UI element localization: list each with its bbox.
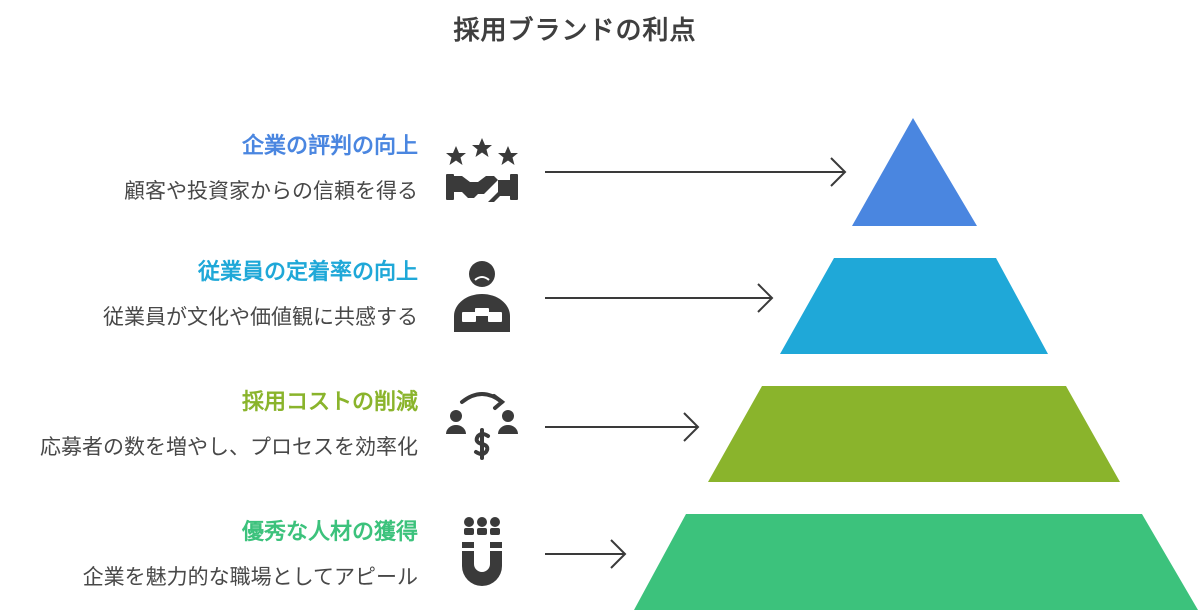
level-4-text: 優秀な人材の獲得 企業を魅力的な職場としてアピール — [83, 518, 418, 592]
magnet-people-icon — [462, 517, 502, 586]
level-2-text: 従業員の定着率の向上 従業員が文化や価値観に共感する — [103, 258, 418, 332]
level-3-description: 応募者の数を増やし、プロセスを効率化 — [40, 435, 418, 459]
level-1-heading: 企業の評判の向上 — [241, 134, 418, 159]
level-1-text: 企業の評判の向上 顧客や投資家からの信頼を得る — [124, 132, 418, 206]
level-3-text: 採用コストの削減 応募者の数を増やし、プロセスを効率化 — [40, 388, 418, 462]
pyramid-tier-1 — [852, 118, 977, 226]
arrow-1 — [545, 157, 847, 187]
level-2-heading: 従業員の定着率の向上 — [197, 260, 418, 285]
level-4-description: 企業を魅力的な職場としてアピール — [82, 565, 418, 589]
people-exchange-dollar-icon — [446, 392, 518, 460]
pyramid-tier-2 — [780, 258, 1048, 354]
arrow-4 — [545, 539, 627, 569]
level-1-description: 顧客や投資家からの信頼を得る — [124, 179, 418, 203]
diagram-title: 採用ブランドの利点 — [453, 16, 697, 46]
arrow-3 — [545, 412, 700, 442]
level-2-description: 従業員が文化や価値観に共感する — [103, 305, 418, 329]
pyramid-tier-3 — [708, 386, 1120, 482]
arrow-2 — [545, 283, 774, 313]
stars-handshake-icon — [446, 138, 518, 202]
employee-desk-icon — [454, 261, 510, 332]
pyramid-tier-4 — [634, 514, 1198, 610]
level-3-heading: 採用コストの削減 — [241, 390, 418, 415]
level-4-heading: 優秀な人材の獲得 — [241, 520, 418, 545]
